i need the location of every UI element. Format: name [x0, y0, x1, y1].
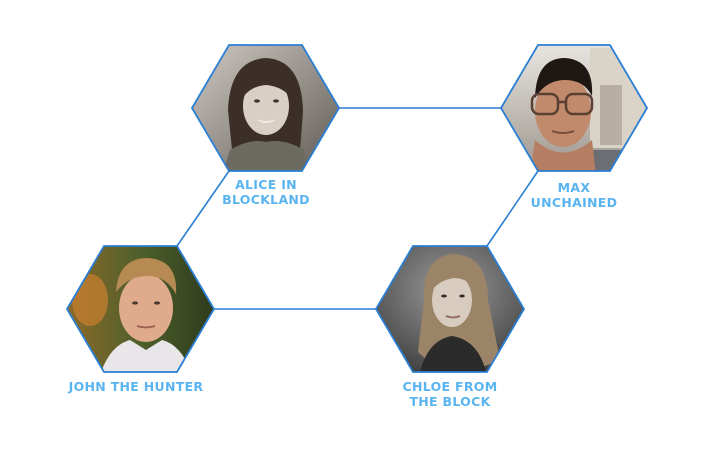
label-line: MAX: [557, 180, 591, 195]
member-john[interactable]: [65, 244, 217, 375]
chloe-hex-frame: [374, 245, 526, 373]
chloe-photo: [376, 246, 524, 372]
max-photo: [501, 45, 647, 171]
connector-alice-john: [176, 170, 230, 247]
label-john[interactable]: JOHN THE HUNTER: [46, 379, 226, 394]
member-chloe[interactable]: [374, 244, 526, 374]
label-alice[interactable]: ALICE IN BLOCKLAND: [176, 177, 356, 207]
label-max[interactable]: MAX UNCHAINED: [484, 180, 664, 210]
label-line: UNCHAINED: [530, 195, 618, 210]
label-chloe[interactable]: CHLOE FROM THE BLOCK: [360, 379, 540, 409]
label-line: CHLOE FROM: [402, 379, 498, 394]
member-max[interactable]: [499, 43, 649, 175]
alice-photo: [192, 45, 339, 171]
label-line: JOHN THE HUNTER: [68, 379, 204, 394]
john-hex-frame: [65, 245, 216, 373]
alice-hex-frame: [190, 44, 341, 172]
connector-chloe-max: [486, 170, 539, 247]
member-alice[interactable]: [190, 43, 342, 175]
max-hex-frame: [499, 44, 649, 172]
john-photo: [67, 246, 214, 372]
label-line: BLOCKLAND: [222, 192, 310, 207]
label-line: THE BLOCK: [409, 394, 491, 409]
label-line: ALICE IN: [235, 177, 297, 192]
